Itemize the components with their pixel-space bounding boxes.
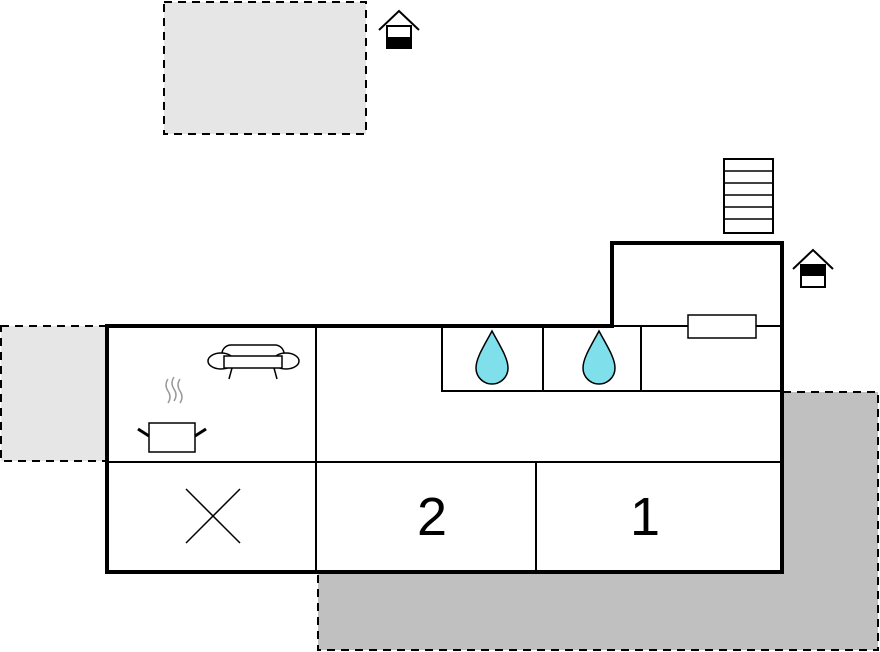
room-label-2: 2 — [417, 487, 447, 547]
room-label-1: 1 — [630, 487, 660, 547]
house-entrance-icon — [792, 248, 834, 288]
water-drop-icon — [582, 329, 616, 385]
water-drop-icon — [475, 329, 509, 385]
cooking-pot-icon — [137, 376, 207, 453]
radiator-icon — [675, 314, 768, 339]
sofa-icon — [207, 344, 300, 380]
stairs-icon — [723, 158, 774, 234]
cross-icon — [185, 488, 241, 544]
terrace-left — [0, 325, 108, 462]
house-entrance-icon — [378, 9, 420, 49]
terrace-top — [163, 1, 367, 135]
